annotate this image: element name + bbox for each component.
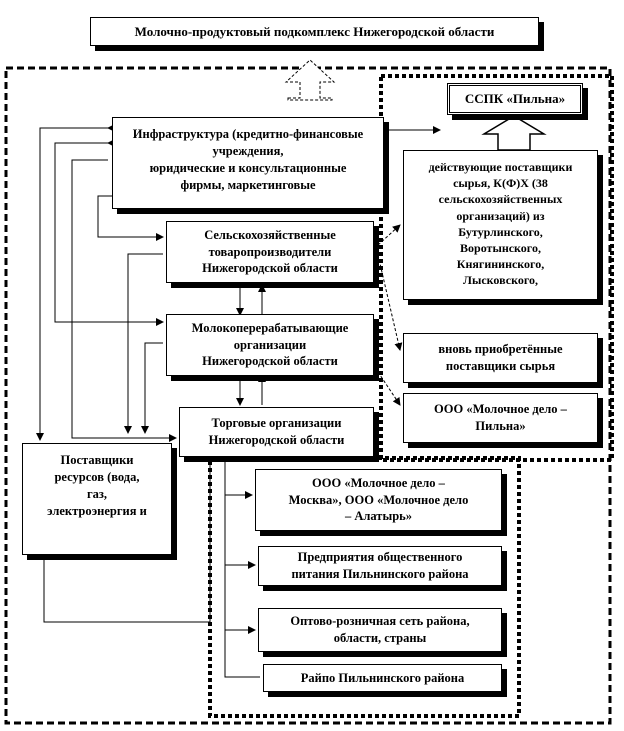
title-box: Молочно-продуктовый подкомплекс Нижегоро… [90,17,539,46]
agri-producers-node: Сельскохозяйственные товаропроизводители… [166,221,374,283]
milk-processors-node: Молокоперерабатывающие организации Нижег… [166,314,374,376]
connector-processing-resources [141,342,163,434]
connector-processing-ooo-pilna [377,371,401,406]
resource-suppliers-label: Поставщики ресурсов (вода, газ, электроэ… [47,453,147,518]
resource-suppliers-node: Поставщики ресурсов (вода, газ, электроэ… [22,443,172,555]
catering-node: Предприятия общественного питания Пильни… [258,546,502,586]
agri-producers-label: Сельскохозяйственные товаропроизводители… [202,227,338,276]
wholesale-retail-label: Оптово-розничная сеть района, области, с… [290,614,470,645]
ooo-pilna-label: ООО «Молочное дело – Пильна» [434,402,567,433]
raipo-label: Райпо Пильнинского района [300,670,465,685]
pilna-dashed-region [379,74,614,462]
catering-label: Предприятия общественного питания Пильни… [291,550,469,581]
ooo-pilna-node: ООО «Молочное дело – Пильна» [403,393,598,443]
milk-processors-label: Молокоперерабатывающие организации Нижег… [191,320,349,369]
connector-outer-left [36,124,115,441]
dashed-connectors [377,224,403,406]
sspk-pilna-node: ССПК «Пильна» [447,83,583,115]
trade-orgs-node: Торговые организации Нижегородской облас… [179,407,374,457]
sspk-pilna-label: ССПК «Пильна» [464,91,566,107]
connector-agri-new-suppliers [377,254,403,351]
connector-left-2 [54,139,164,326]
trade-orgs-label: Торговые организации Нижегородской облас… [208,416,345,447]
new-suppliers-node: вновь приобретённые поставщики сырья [403,333,598,383]
connector-resources-loop [40,457,211,623]
infrastructure-node: Инфраструктура (кредитно-финансовые учре… [112,117,384,209]
infrastructure-label: Инфраструктура (кредитно-финансовые учре… [132,127,364,192]
sspk-block-arrow [481,115,547,151]
connector-lines [36,124,441,678]
new-suppliers-label: вновь приобретённые поставщики сырья [438,342,563,373]
connector-agri-resources [124,253,163,434]
connector-left-3 [71,159,177,442]
raipo-node: Райпо Пильнинского района [263,664,502,692]
connector-trade-partners [224,458,260,678]
current-suppliers-node: действующие поставщики сырья, К(Ф)Х (38 … [403,150,598,300]
ooo-moscow-alatyr-label: ООО «Молочное дело – Москва», ООО «Молоч… [288,475,469,524]
connector-infra-agri [97,192,164,241]
diagram-title: Молочно-продуктовый подкомплекс Нижегоро… [134,23,495,39]
ooo-moscow-alatyr-node: ООО «Молочное дело – Москва», ООО «Молоч… [255,469,502,531]
current-suppliers-label: действующие поставщики сырья, К(Ф)Х (38 … [428,160,573,288]
wholesale-retail-node: Оптово-розничная сеть района, области, с… [258,608,502,652]
title-dashed-block-arrow [284,59,336,101]
